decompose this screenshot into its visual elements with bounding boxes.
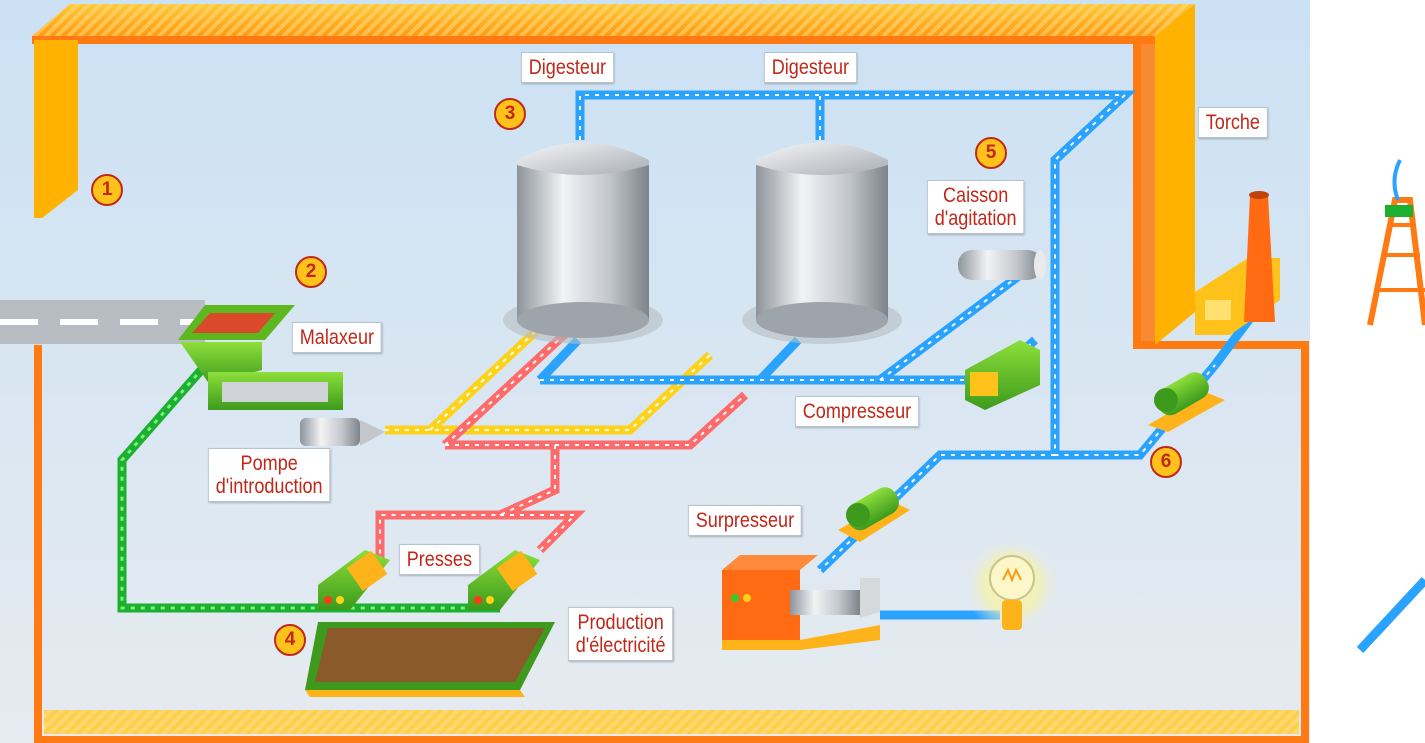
road: [0, 300, 205, 344]
step-marker-4: 4: [274, 624, 306, 656]
agitation-tank: [958, 250, 1046, 280]
step-marker-3: 3: [494, 98, 526, 130]
flare-torch: [1195, 191, 1280, 335]
feed-pump: [300, 418, 385, 446]
building-frame: [32, 4, 1309, 743]
compressor-label: Compresseur: [795, 396, 919, 427]
booster-machine: [838, 487, 910, 542]
agitation-tank-label: Caisson d'agitation: [927, 180, 1025, 234]
generator-label-line1: Production: [577, 611, 664, 634]
booster-label: Surpresseur: [688, 505, 802, 536]
press-machine-2: [468, 550, 540, 610]
step-marker-1: 1: [91, 174, 123, 206]
gas-derrick-icon: [1367, 159, 1425, 326]
digester-tank-2: [742, 142, 902, 344]
mixer-machine: [178, 305, 343, 410]
agitation-tank-label-line2: d'agitation: [934, 207, 1017, 230]
feed-pump-label-line2: d'introduction: [215, 475, 323, 498]
digester-tank-1: [503, 142, 663, 344]
mixer-label: Malaxeur: [292, 322, 382, 353]
digester-label-2: Digesteur: [764, 52, 857, 83]
feed-pump-label: Pompe d'introduction: [208, 448, 331, 502]
compost-tray: [305, 622, 555, 697]
press-machine-1: [318, 550, 390, 610]
flare-blower: [1148, 372, 1225, 432]
digester-label-1: Digesteur: [521, 52, 614, 83]
generator-label-line2: d'électricité: [575, 634, 666, 657]
flare-label: Torche: [1198, 107, 1268, 138]
step-marker-5: 5: [975, 137, 1007, 169]
step-marker-2: 2: [295, 256, 327, 288]
compressor-machine: [965, 340, 1040, 410]
light-bulb-icon: [964, 537, 1060, 633]
outside-pipe: [1356, 576, 1425, 654]
generator-machine: [722, 555, 880, 650]
agitation-tank-label-line1: Caisson: [943, 184, 1009, 207]
step-marker-6: 6: [1150, 446, 1182, 478]
feed-pump-label-line1: Pompe: [240, 452, 298, 475]
presses-label: Presses: [399, 544, 480, 575]
generator-label: Production d'électricité: [568, 607, 674, 661]
